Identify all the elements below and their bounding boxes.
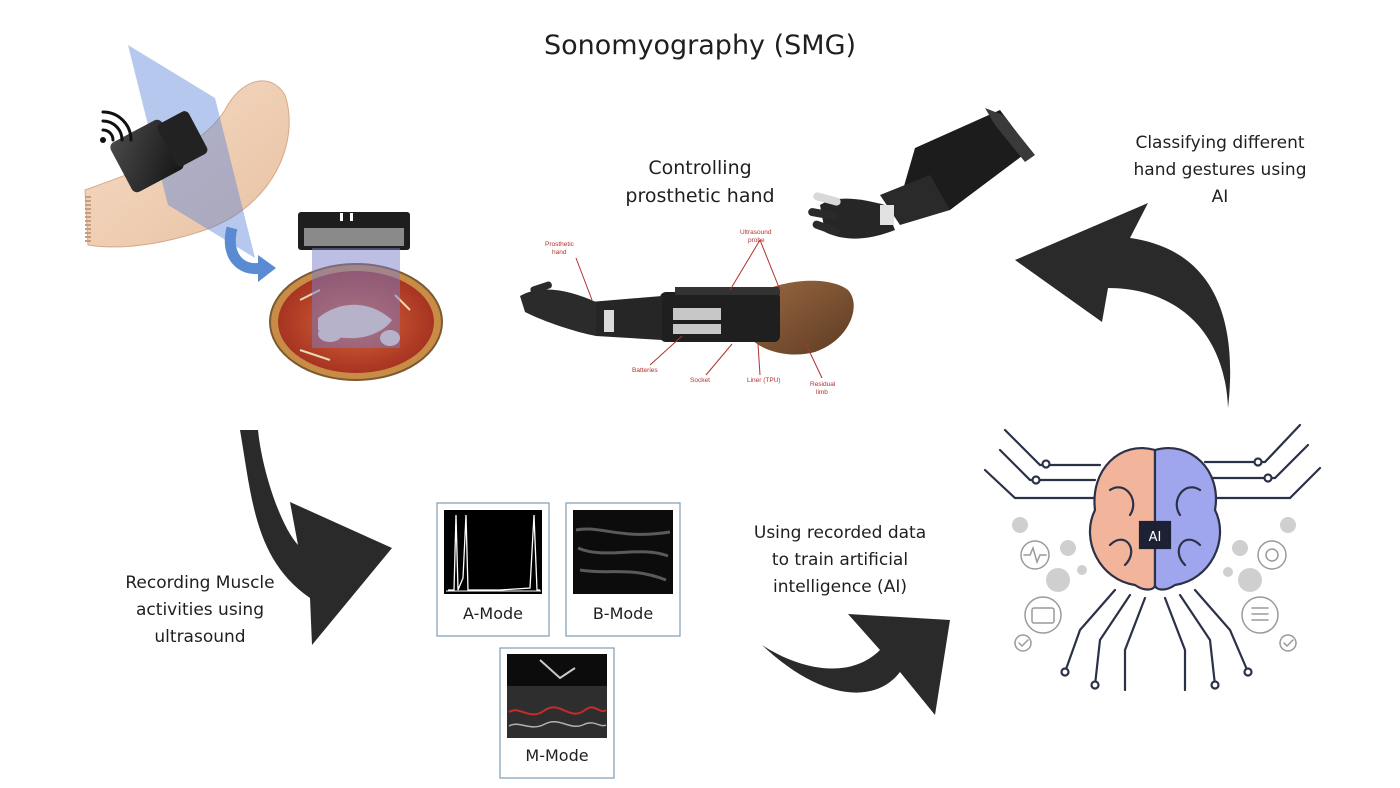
wifi-icon	[100, 110, 133, 143]
prosthetic-forearm	[590, 296, 662, 340]
wearable-probe	[110, 111, 208, 193]
gear-icon	[1257, 540, 1287, 570]
label-ultrasound-probe: Ultrasound	[740, 229, 772, 236]
arm-with-probe-illustration	[84, 45, 290, 282]
ultrasound-cross-section	[269, 212, 443, 381]
arrow-modes-to-ai	[762, 614, 950, 715]
prosthetic-hand-small	[520, 281, 614, 336]
caption-controlling-prosthetic-hand: Controlling prosthetic hand	[570, 154, 830, 210]
brain-left	[1089, 447, 1157, 591]
ai-brain-circuit: AI	[983, 423, 1322, 692]
a-mode-panel: A-Mode	[436, 502, 550, 637]
b-mode-panel: B-Mode	[565, 502, 681, 637]
curved-blue-arrow-head	[258, 255, 276, 282]
label-residual-limb: Residual	[810, 381, 836, 388]
caption-recording-muscle: Recording Muscle activities using ultras…	[80, 570, 320, 651]
briefcase-icon	[1024, 596, 1062, 634]
label-batteries: Batteries	[632, 367, 658, 374]
diagram-title: Sonomyography (SMG)	[543, 30, 857, 61]
document-icon	[1241, 596, 1279, 634]
b-mode-texture	[575, 527, 671, 582]
arrow-ai-to-hand	[1015, 203, 1231, 408]
caption-line: intelligence (AI)	[773, 577, 907, 597]
label-liner: Liner (TPU)	[747, 377, 781, 384]
caption-classifying-gestures: Classifying different hand gestures usin…	[1090, 130, 1350, 211]
circuit-lines	[983, 423, 1322, 692]
ai-chip	[1138, 520, 1172, 550]
caption-line: Controlling	[648, 157, 752, 179]
caption-line: Using recorded data	[753, 523, 927, 543]
a-mode-label: A-Mode	[463, 604, 523, 623]
decorative-circles	[1012, 517, 1296, 592]
caption-line: ultrasound	[154, 627, 246, 647]
prosthetic-arm-photo	[808, 108, 1035, 239]
a-mode-waveform	[448, 514, 540, 591]
ai-chip-label: AI	[1149, 530, 1162, 545]
caption-line: to train artificial	[771, 550, 909, 570]
check-icon	[1014, 634, 1297, 652]
m-mode-panel: M-Mode	[499, 647, 615, 779]
caption-line: Recording Muscle	[125, 573, 275, 593]
scan-beam	[312, 248, 400, 348]
caption-line: prosthetic hand	[625, 185, 775, 207]
m-mode-label: M-Mode	[525, 746, 588, 765]
heartbeat-icon	[1020, 540, 1050, 570]
caption-line: activities using	[136, 600, 264, 620]
curved-blue-arrow	[224, 226, 263, 275]
b-mode-label: B-Mode	[593, 604, 653, 623]
caption-train-ai: Using recorded data to train artificial …	[710, 520, 970, 601]
batteries	[673, 308, 721, 320]
label-socket: Socket	[690, 377, 710, 384]
caption-line: Classifying different	[1135, 133, 1305, 153]
label-prosthetic-hand: Prosthetic	[545, 241, 575, 248]
caption-line: hand gestures using	[1133, 160, 1307, 180]
brain-right	[1153, 447, 1221, 591]
m-mode-trace-red	[508, 706, 607, 716]
arrow-record-to-modes	[240, 430, 392, 645]
circuit-nodes	[1031, 457, 1273, 690]
caption-line: AI	[1211, 187, 1229, 207]
part-label-lines	[575, 239, 823, 379]
